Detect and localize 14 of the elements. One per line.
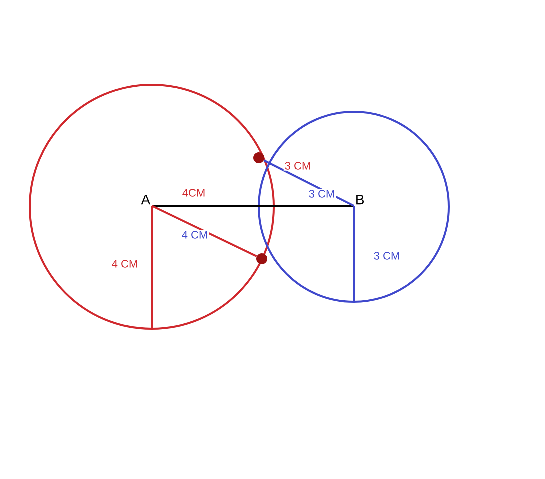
measure-label: 4 CM	[180, 230, 210, 240]
circle-outline	[258, 111, 450, 303]
line-segment	[353, 206, 355, 303]
measure-label: 4 CM	[110, 259, 140, 269]
line-segment	[152, 205, 354, 207]
line-segment	[152, 205, 258, 258]
circle-outline	[29, 84, 275, 330]
measure-label: 3 CM	[308, 189, 336, 199]
point-label: A	[141, 194, 151, 205]
measure-label: 3 CM	[372, 251, 402, 261]
point-label: B	[356, 194, 364, 205]
measure-label: 4CM	[181, 188, 207, 198]
line-segment	[151, 206, 153, 330]
measure-label: 3 CM	[284, 161, 312, 171]
